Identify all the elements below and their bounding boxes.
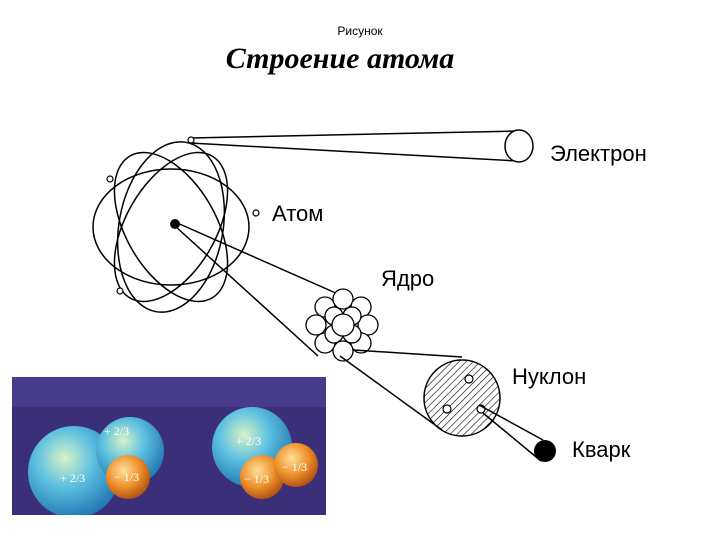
nucleus-label: Ядро	[381, 266, 435, 291]
charge-right-orange-2: − 1/3	[282, 460, 307, 474]
electron-label: Электрон	[550, 141, 647, 166]
page-title: Строение атома	[225, 42, 455, 75]
nucleon-label: Нуклон	[512, 364, 587, 389]
nucleon-zoom-cone	[339, 349, 463, 431]
atom-electrons	[106, 136, 260, 295]
charge-right-orange-1: − 1/3	[244, 472, 269, 486]
quark-zoom-cone	[478, 404, 544, 462]
quark-model-illustration: + 2/3 + 2/3 − 1/3 + 2/3 − 1/3 − 1/3	[12, 377, 326, 515]
electron-zoom-cone	[189, 130, 519, 162]
figure-caption: Рисунок	[337, 24, 383, 38]
nucleus-zoom-cone	[174, 221, 339, 357]
nucleus-cluster	[305, 288, 379, 362]
atom-nucleus-dot	[170, 219, 180, 229]
nucleon-quarks	[442, 374, 486, 414]
quark-label: Кварк	[572, 437, 631, 462]
quark-model-photo: + 2/3 + 2/3 − 1/3 + 2/3 − 1/3 − 1/3	[12, 377, 326, 515]
charge-left-top: + 2/3	[104, 424, 129, 438]
atom-label: Атом	[272, 201, 324, 226]
charge-left-bottom: + 2/3	[60, 471, 85, 485]
nucleon-shape	[423, 359, 501, 437]
quark-shape	[534, 440, 556, 462]
electron-shape	[504, 129, 534, 163]
atom-orbits	[92, 141, 250, 313]
charge-left-orange: − 1/3	[114, 470, 139, 484]
charge-right-top: + 2/3	[236, 434, 261, 448]
